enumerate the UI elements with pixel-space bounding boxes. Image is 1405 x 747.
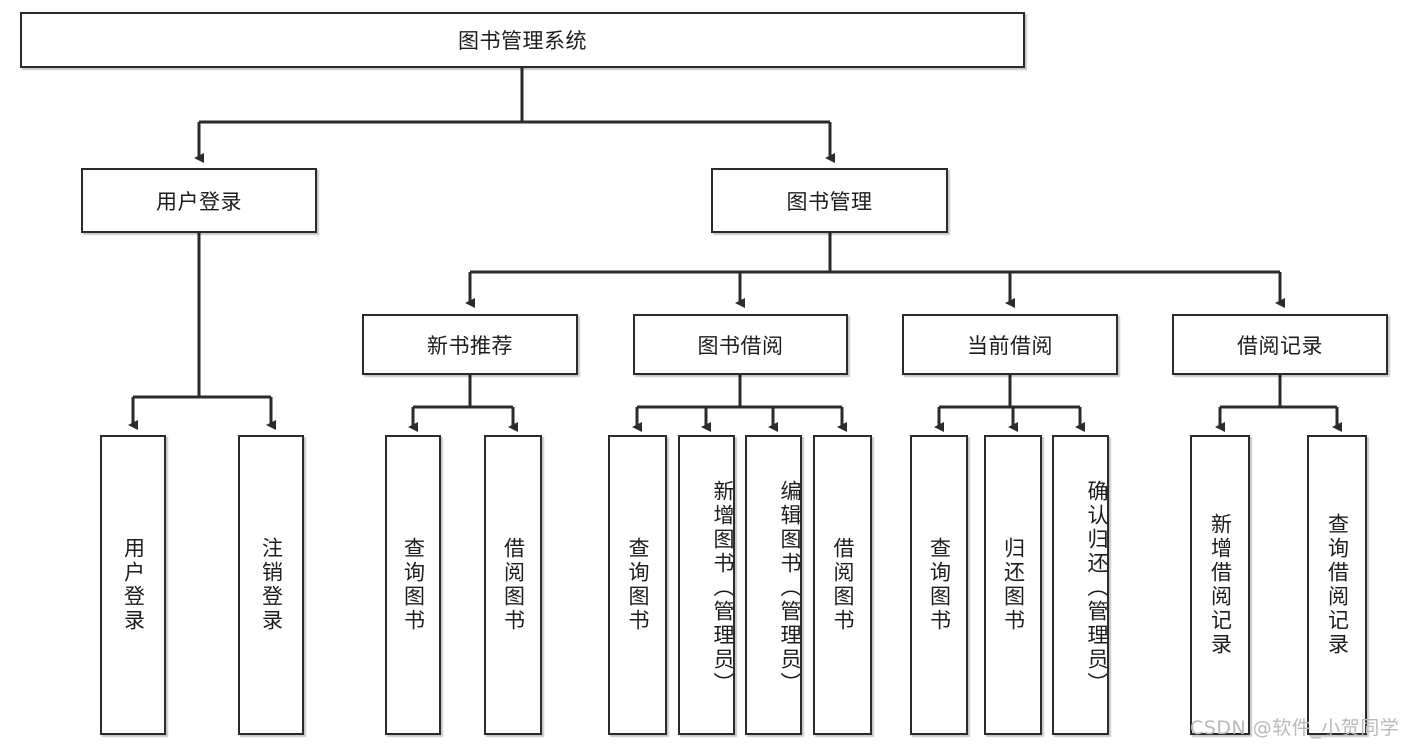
connector-userlogin-to-leaves: [128, 233, 276, 430]
node-user-login[interactable]: 用户登录: [81, 168, 317, 233]
connector-bookborrow-to-leaves: [632, 375, 847, 432]
node-leaf-borrow-book-2[interactable]: 借阅图书: [813, 435, 872, 735]
connector-newbook-to-leaves: [408, 375, 518, 432]
node-leaf-borrow-book-1-label: 借阅图书: [501, 537, 526, 633]
node-leaf-borrow-book-1[interactable]: 借阅图书: [484, 435, 542, 735]
node-leaf-user-login-label: 用户登录: [121, 537, 146, 633]
node-leaf-add-record[interactable]: 新增借阅记录: [1190, 435, 1250, 735]
node-book-management-label: 图书管理: [786, 189, 873, 214]
node-root-label: 图书管理系统: [458, 29, 587, 53]
node-book-borrow[interactable]: 图书借阅: [633, 314, 848, 375]
node-new-book-recommend-label: 新书推荐: [427, 333, 513, 358]
node-leaf-query-record[interactable]: 查询借阅记录: [1307, 435, 1367, 735]
node-leaf-confirm-return-label: 确认归还（管理员）: [1085, 480, 1107, 696]
node-borrow-record[interactable]: 借阅记录: [1172, 314, 1388, 375]
node-current-borrow-label: 当前借阅: [967, 333, 1053, 358]
node-leaf-add-book[interactable]: 新增图书（管理员）: [678, 435, 735, 735]
connector-bookmgmt-to-level3: [465, 233, 1285, 308]
node-leaf-return-book-label: 归还图书: [1001, 537, 1026, 633]
node-book-borrow-label: 图书借阅: [697, 333, 784, 358]
node-leaf-query-book-3[interactable]: 查询图书: [910, 435, 968, 735]
node-user-login-label: 用户登录: [156, 189, 242, 214]
node-leaf-query-book-3-label: 查询图书: [927, 537, 952, 633]
node-leaf-query-book-1-label: 查询图书: [401, 537, 426, 633]
node-current-borrow[interactable]: 当前借阅: [902, 314, 1118, 375]
node-leaf-borrow-book-2-label: 借阅图书: [831, 537, 855, 633]
node-leaf-user-login[interactable]: 用户登录: [100, 435, 166, 735]
node-leaf-query-book-1[interactable]: 查询图书: [385, 435, 441, 735]
node-book-management[interactable]: 图书管理: [711, 168, 948, 233]
node-leaf-add-record-label: 新增借阅记录: [1208, 513, 1233, 657]
connector-borrowrecord-to-leaves: [1215, 375, 1342, 432]
connector-root-to-level2: [194, 68, 835, 163]
node-leaf-logout-label: 注销登录: [259, 537, 284, 633]
node-leaf-return-book[interactable]: 归还图书: [984, 435, 1042, 735]
node-leaf-add-book-label: 新增图书（管理员）: [711, 480, 733, 696]
node-leaf-edit-book[interactable]: 编辑图书（管理员）: [745, 435, 802, 735]
node-leaf-query-record-label: 查询借阅记录: [1325, 513, 1350, 657]
node-leaf-edit-book-label: 编辑图书（管理员）: [778, 480, 800, 696]
node-leaf-query-book-2-label: 查询图书: [626, 537, 650, 633]
node-leaf-query-book-2[interactable]: 查询图书: [608, 435, 667, 735]
node-new-book-recommend[interactable]: 新书推荐: [362, 314, 578, 375]
node-borrow-record-label: 借阅记录: [1237, 333, 1323, 358]
node-leaf-confirm-return[interactable]: 确认归还（管理员）: [1052, 435, 1109, 735]
node-root[interactable]: 图书管理系统: [20, 12, 1025, 68]
connector-currentborrow-to-leaves: [934, 375, 1085, 432]
node-leaf-logout[interactable]: 注销登录: [238, 435, 304, 735]
